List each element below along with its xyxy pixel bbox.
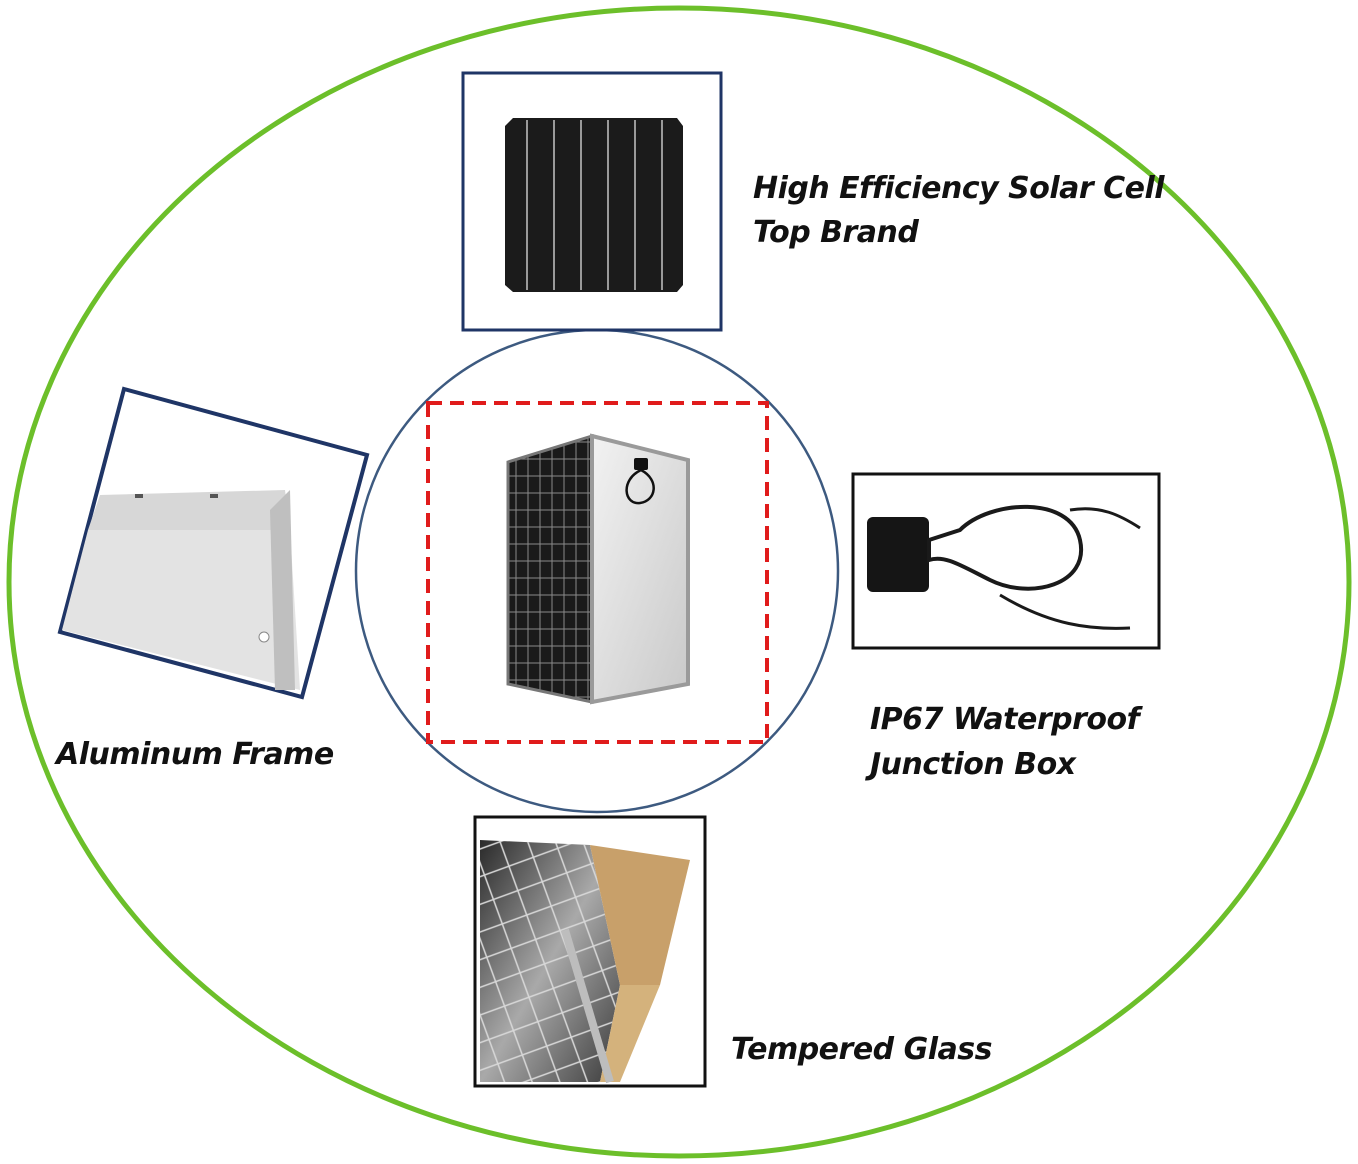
aluminum-frame-image [57, 386, 370, 700]
label-cell-line1: High Efficiency Solar Cell [753, 171, 1165, 206]
label-glass: Tempered Glass [731, 1032, 992, 1067]
label-cell-line2: Top Brand [753, 215, 919, 250]
solar-cell-image [461, 71, 723, 332]
outer-ellipse [6, 5, 1352, 1159]
label-junction-line2: Junction Box [870, 747, 1076, 782]
label-junction-line1: IP67 Waterproof [870, 702, 1140, 737]
label-frame: Aluminum Frame [56, 737, 334, 772]
solar-panel-image [506, 433, 690, 705]
tempered-glass-image [473, 815, 707, 1088]
highlight-dashed-box [426, 401, 769, 744]
junction-box-image [851, 472, 1161, 650]
